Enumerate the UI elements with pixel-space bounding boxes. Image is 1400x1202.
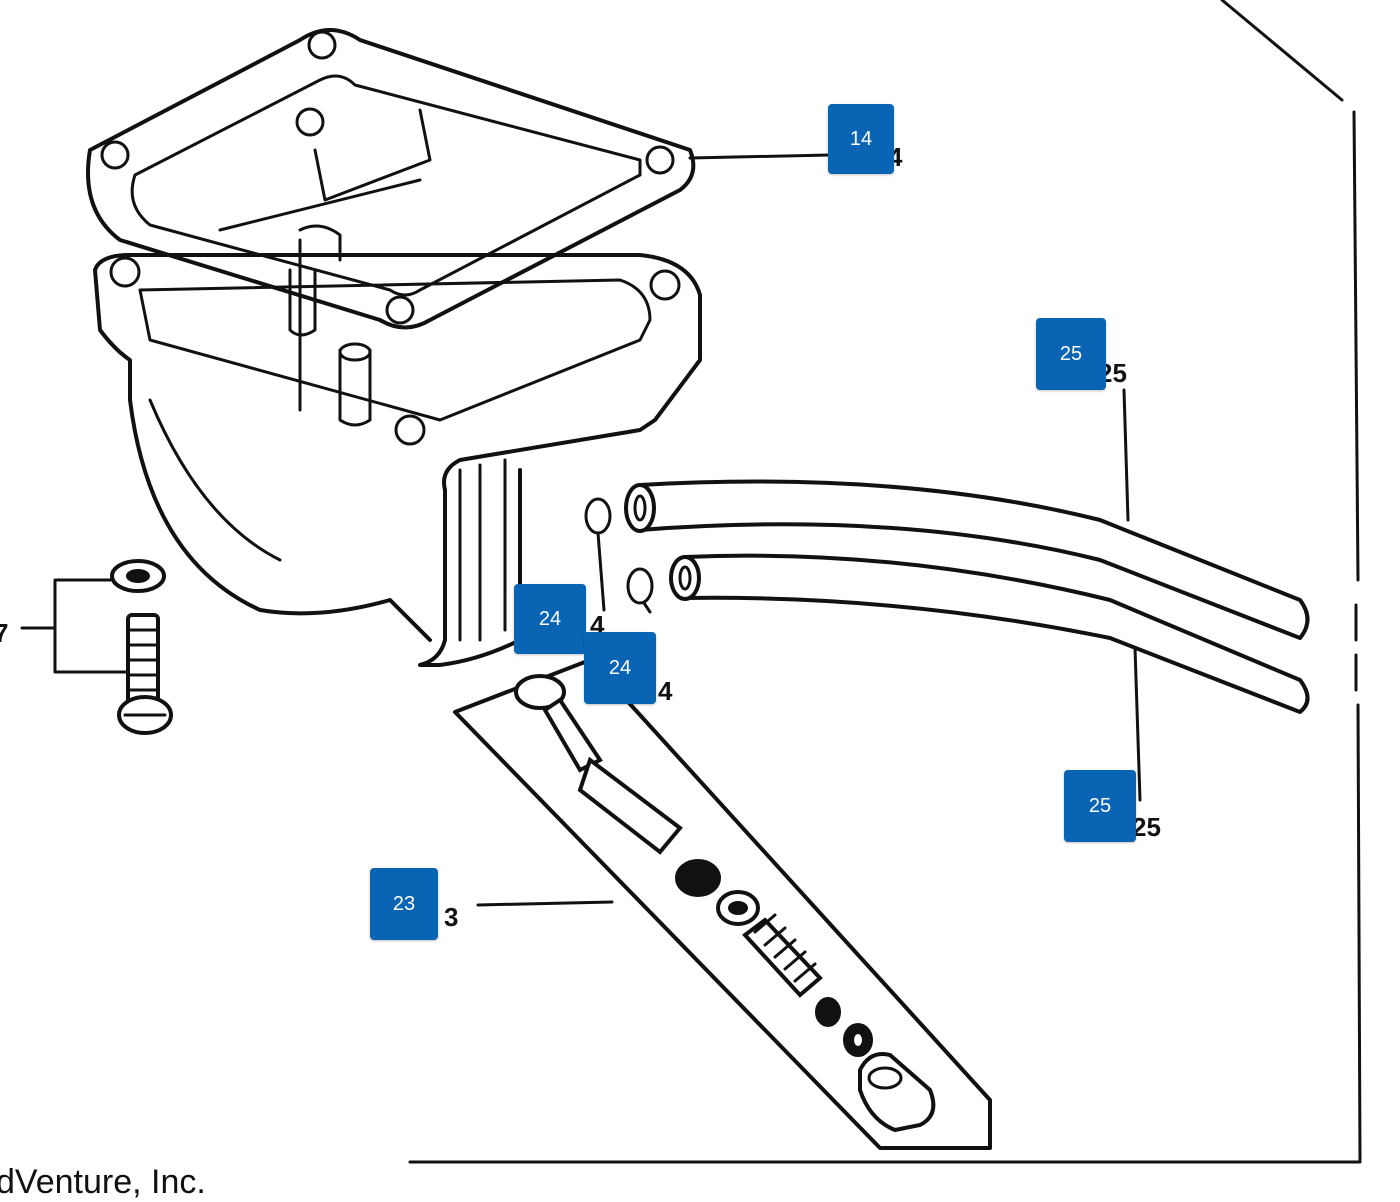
drain-screw-assembly [20, 559, 173, 735]
drain-valve-assembly [453, 658, 992, 1150]
hotspot-24-lower[interactable]: 24 [584, 632, 656, 704]
callout-25-bottom: 25 [1132, 812, 1161, 842]
hotspot-23[interactable]: 23 [370, 868, 438, 940]
hotspot-24-upper[interactable]: 24 [514, 584, 586, 654]
hoses [624, 388, 1310, 802]
hotspot-25-bottom[interactable]: 25 [1064, 770, 1136, 842]
callout-7: 7 [0, 618, 8, 648]
leader-line-14 [688, 153, 832, 160]
hotspot-14[interactable]: 14 [828, 104, 894, 174]
callout-24-lower: 4 [658, 676, 673, 706]
o-rings [584, 497, 654, 614]
hotspot-25-top[interactable]: 25 [1036, 318, 1106, 390]
page-border [408, 0, 1362, 1164]
callout-23: 3 [444, 902, 458, 932]
float-chamber-gasket [86, 28, 696, 330]
float-chamber-body [93, 108, 702, 667]
copyright-footer: dVenture, Inc. [0, 1163, 206, 1201]
